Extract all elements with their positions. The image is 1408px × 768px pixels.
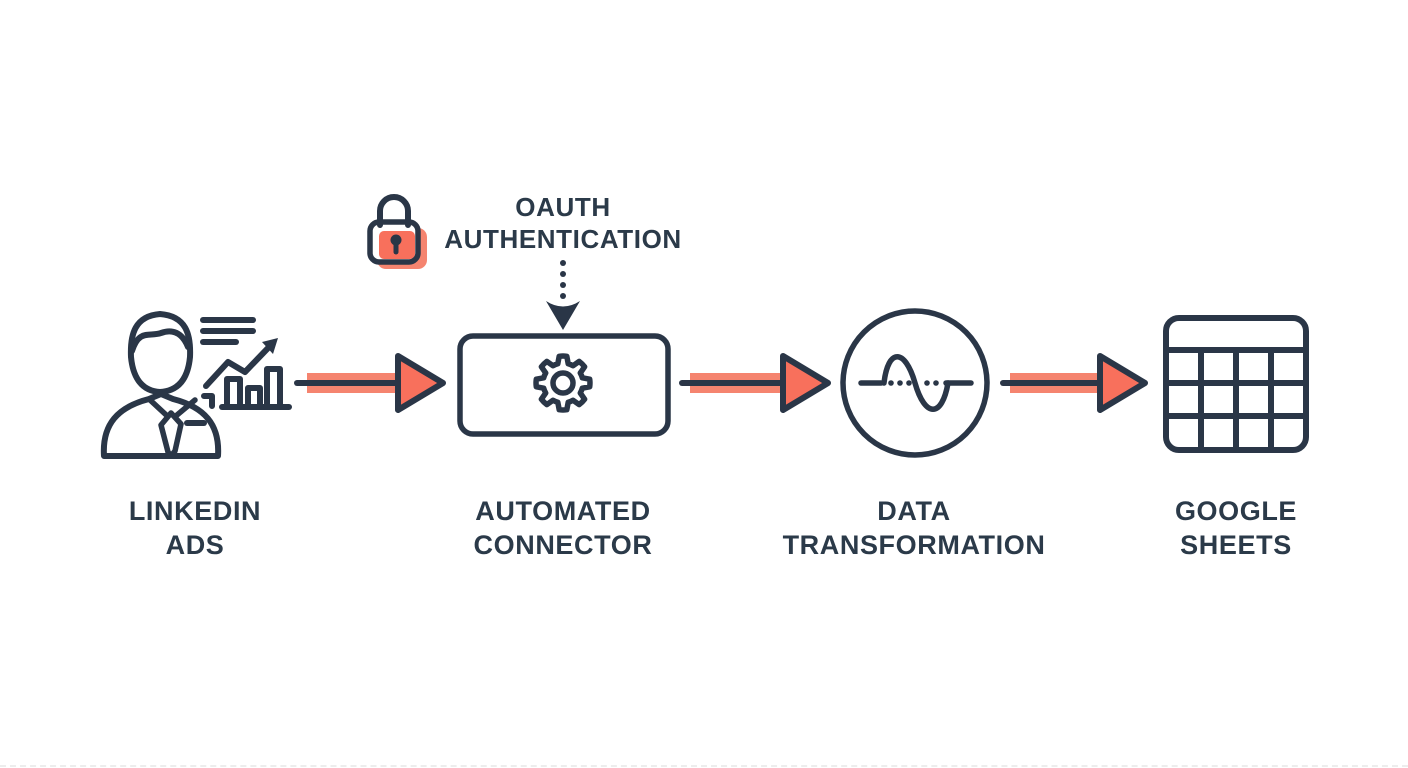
gear-icon xyxy=(533,353,593,413)
label-linkedin-ads: LINKEDIN ADS xyxy=(128,496,262,560)
label-data-transformation: DATA TRANSFORMATION xyxy=(782,496,1046,560)
flow-arrow-3 xyxy=(1000,353,1148,413)
label-google-sheets: GOOGLE SHEETS xyxy=(1174,496,1298,560)
businessman-analytics-icon xyxy=(100,311,292,459)
bar-chart-icon xyxy=(201,366,292,410)
data-transformation-circle xyxy=(840,308,990,458)
flow-arrow-1 xyxy=(294,353,446,413)
sine-wave-icon xyxy=(858,354,974,412)
person-icon xyxy=(100,311,222,459)
bottom-crop-dashed-line xyxy=(0,765,1408,767)
growth-arrow-icon xyxy=(203,338,278,389)
label-oauth-authentication: OAUTH AUTHENTICATION xyxy=(444,192,682,254)
text-lines-icon xyxy=(200,317,256,345)
oauth-dotted-arrow xyxy=(546,260,580,330)
spreadsheet-grid-icon xyxy=(1163,315,1309,453)
label-automated-connector: AUTOMATED CONNECTOR xyxy=(473,496,653,560)
flow-arrow-2 xyxy=(679,353,831,413)
automated-connector-box xyxy=(457,333,671,437)
padlock-icon xyxy=(367,194,427,269)
